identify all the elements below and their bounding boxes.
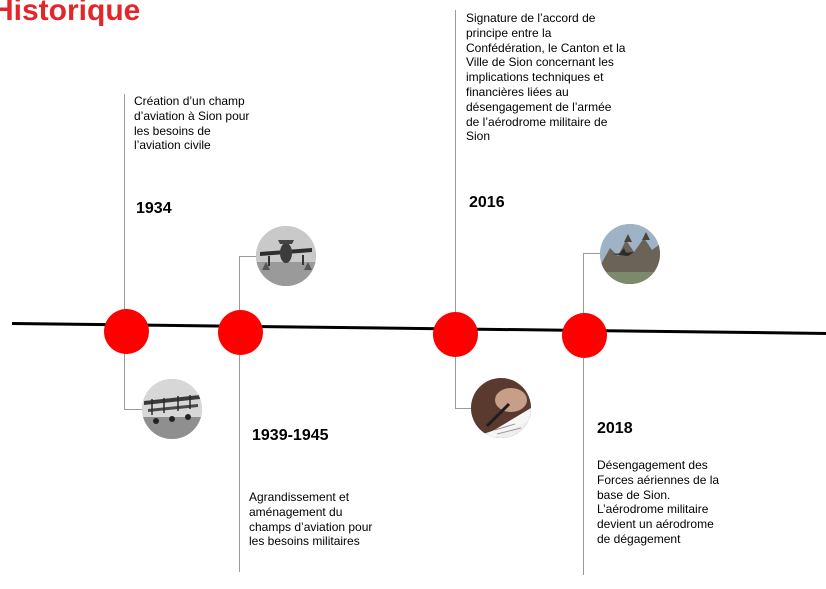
event-year-1934: 1934	[136, 200, 172, 217]
event-year-1939-1945: 1939-1945	[252, 427, 329, 444]
event-year-2018: 2018	[597, 420, 633, 437]
biplanes-photo-icon	[142, 379, 202, 439]
event-description-2018: Désengagement des Forces aériennes de la…	[597, 458, 720, 546]
connector-2016-photo	[455, 408, 473, 409]
connector-2018	[583, 253, 584, 575]
connector-1939-1945-photo	[239, 256, 257, 257]
page-title: Historique	[0, 0, 141, 27]
military-aircraft-photo-icon	[256, 226, 316, 286]
event-description-1939-1945: Agrandissement et aménagement du champs …	[249, 490, 373, 549]
timeline-dot-1934[interactable]	[104, 309, 149, 354]
event-description-2016: Signature de l’accord de principe entre …	[466, 11, 626, 144]
event-description-1934: Création d’un champ d’aviation à Sion po…	[134, 94, 250, 153]
connector-1934	[124, 94, 125, 410]
timeline-dot-2016[interactable]	[433, 312, 478, 357]
timeline-dot-2018[interactable]	[562, 313, 607, 358]
connector-2016	[455, 10, 456, 408]
timeline-dot-1939-1945[interactable]	[218, 310, 263, 355]
connector-1934-photo	[124, 409, 144, 410]
jet-over-castle-photo-icon	[600, 224, 660, 284]
signing-document-photo-icon	[471, 378, 531, 438]
connector-1939-1945	[239, 256, 240, 572]
event-year-2016: 2016	[469, 194, 505, 211]
connector-2018-photo	[583, 253, 601, 254]
